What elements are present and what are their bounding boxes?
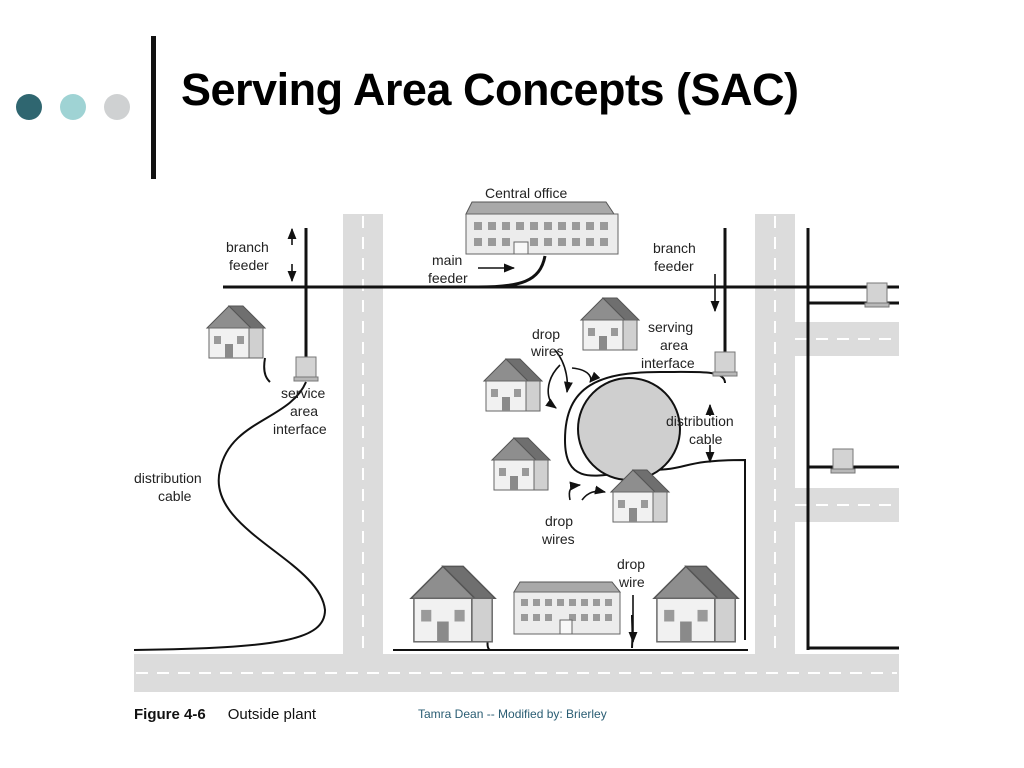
house — [410, 565, 496, 643]
figure-caption-text: Outside plant — [227, 706, 317, 723]
label-branch-feeder-left-2: feeder — [229, 257, 269, 273]
serving-area-interface-box — [712, 351, 738, 377]
slide-title: Serving Area Concepts (SAC) — [181, 64, 799, 115]
label-distribution-cable-right-1: distribution — [666, 413, 734, 429]
label-distribution-cable-right-2: cable — [689, 431, 723, 447]
label-service-area-interface-2: area — [290, 403, 318, 419]
label-distribution-cable-left-2: cable — [158, 488, 192, 504]
label-branch-feeder-left-1: branch — [226, 239, 269, 255]
distribution-cables — [133, 357, 748, 651]
label-distribution-cable-left-1: distribution — [134, 470, 202, 486]
interface-box — [864, 282, 890, 308]
house — [491, 437, 551, 491]
serving-area-loop — [577, 377, 681, 481]
label-main-feeder-1: main — [432, 252, 462, 268]
office-building — [513, 581, 622, 635]
dot-gray — [104, 94, 130, 120]
title-divider — [151, 36, 156, 179]
house — [206, 305, 266, 359]
figure-caption: Figure 4-6 Outside plant — [134, 706, 316, 723]
label-drop-wires-bottom-1: drop — [545, 513, 573, 529]
label-drop-wires-bottom-2: wires — [541, 531, 575, 547]
road-markings — [136, 216, 897, 674]
service-area-interface-box — [293, 356, 319, 382]
label-serving-area-interface-2: area — [660, 337, 688, 353]
dot-teal — [60, 94, 86, 120]
label-branch-feeder-right-1: branch — [653, 240, 696, 256]
figure-number: Figure 4-6 — [134, 706, 206, 723]
central-office-building — [465, 201, 619, 255]
dot-dark — [16, 94, 42, 120]
label-central-office: Central office — [485, 185, 567, 201]
label-main-feeder-2: feeder — [428, 270, 468, 286]
label-serving-area-interface-1: serving — [648, 319, 693, 335]
label-drop-wire-1: drop — [617, 556, 645, 572]
interface-box — [830, 448, 856, 474]
label-branch-feeder-right-2: feeder — [654, 258, 694, 274]
label-service-area-interface-1: service — [281, 385, 326, 401]
house — [653, 565, 739, 643]
diagram-labels: Central office branch feeder branch feed… — [134, 185, 734, 590]
arrows — [287, 227, 720, 644]
label-drop-wires-top-1: drop — [532, 326, 560, 342]
house — [483, 358, 543, 412]
footer-credit: Tamra Dean -- Modified by: Brierley — [418, 707, 607, 721]
house — [580, 297, 640, 351]
decorative-dots — [16, 94, 136, 120]
label-serving-area-interface-3: interface — [641, 355, 695, 371]
label-drop-wire-2: wire — [618, 574, 645, 590]
label-service-area-interface-3: interface — [273, 421, 327, 437]
label-drop-wires-top-2: wires — [530, 343, 564, 359]
